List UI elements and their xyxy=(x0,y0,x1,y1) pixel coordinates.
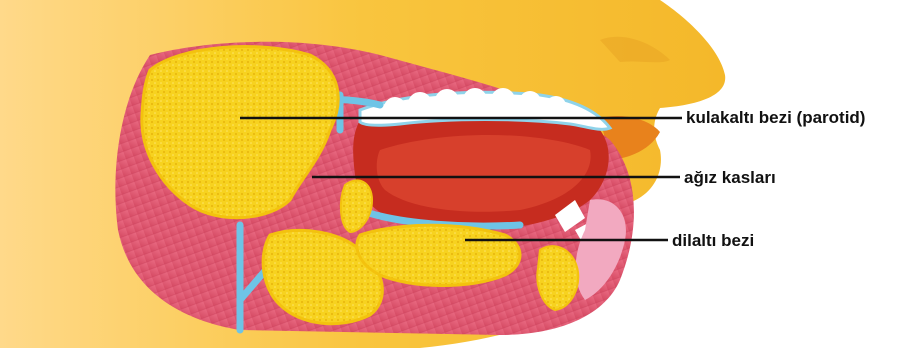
label-mouth-muscles: ağız kasları xyxy=(684,168,776,188)
label-parotid-gland: kulakaltı bezi (parotid) xyxy=(686,108,865,128)
sublingual-gland xyxy=(357,225,520,285)
label-sublingual-gland: dilaltı bezi xyxy=(672,231,754,251)
